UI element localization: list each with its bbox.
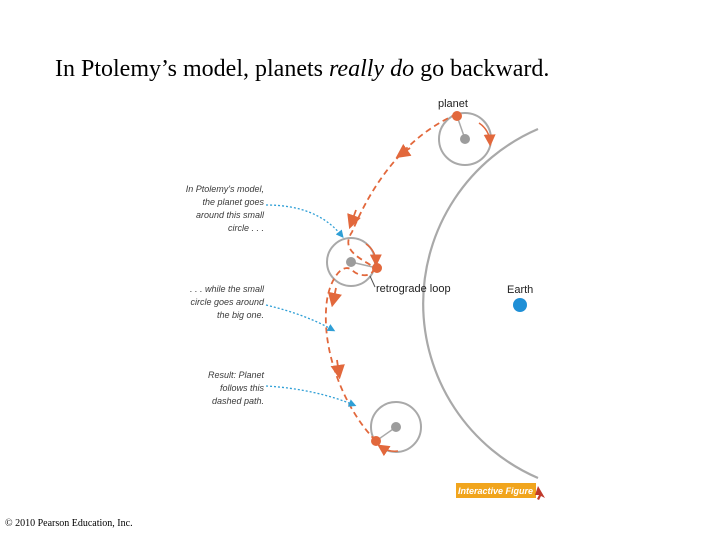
note3-line1: Result: Planet (208, 370, 265, 380)
planet-bottom (371, 436, 381, 446)
path-arrow-4 (330, 359, 345, 380)
note1-line2: the planet goes (202, 197, 264, 207)
deferent-circle (422, 127, 539, 480)
note3-pointer-arrow (265, 385, 357, 407)
epicycle-center-middle (346, 257, 356, 267)
slide-title: In Ptolemy’s model, planets really do go… (55, 56, 549, 83)
epicycle-top-rotation-arrow (478, 122, 496, 147)
ptolemy-retrograde-diagram: planet retrograde loop Earth In Ptolemy'… (186, 98, 545, 500)
note3-line3: dashed path. (212, 396, 264, 406)
copyright-notice: © 2010 Pearson Education, Inc. (5, 518, 133, 529)
planet-middle (372, 263, 382, 273)
note1-line4: circle . . . (228, 223, 264, 233)
planet-top (452, 111, 462, 121)
note-deferent: . . . while the small circle goes around… (190, 284, 265, 320)
note-result: Result: Planet follows this dashed path. (208, 370, 265, 406)
note1-line3: around this small (196, 210, 265, 220)
note2-line1: . . . while the small (190, 284, 265, 294)
title-emphasis: really do (328, 56, 415, 82)
epicycle-center-bottom (391, 422, 401, 432)
note-epicycle: In Ptolemy's model, the planet goes arou… (186, 184, 265, 233)
interactive-figure-label[interactable]: Interactive Figure (458, 486, 533, 496)
epicycle-center-top (460, 134, 470, 144)
planet-label: planet (438, 98, 468, 110)
note2-pointer-arrow (265, 304, 336, 332)
planet-dashed-path (325, 113, 458, 442)
earth-dot (513, 298, 527, 312)
earth-label: Earth (507, 284, 533, 296)
epicycle-middle-rotation-arrow (365, 243, 382, 267)
note1-line1: In Ptolemy's model, (186, 184, 264, 194)
title-text-start: In Ptolemy’s model, planets (55, 56, 329, 82)
epicycle-bottom-rotation-arrow (377, 444, 399, 457)
title-text-end: go backward. (414, 56, 550, 82)
note1-pointer-arrow (265, 204, 344, 239)
note2-line3: the big one. (217, 310, 264, 320)
retrograde-loop-label: retrograde loop (376, 283, 451, 295)
note3-line2: follows this (220, 383, 265, 393)
path-arrow-2 (347, 209, 361, 230)
interactive-figure-badge[interactable]: Interactive Figure (456, 483, 545, 500)
retrograde-loop-leader (369, 275, 376, 288)
cursor-icon (535, 486, 545, 500)
path-arrow-3 (327, 287, 342, 308)
path-arrow-1 (395, 143, 412, 159)
epicycle-bottom (370, 401, 422, 453)
note2-line2: circle goes around (190, 297, 265, 307)
